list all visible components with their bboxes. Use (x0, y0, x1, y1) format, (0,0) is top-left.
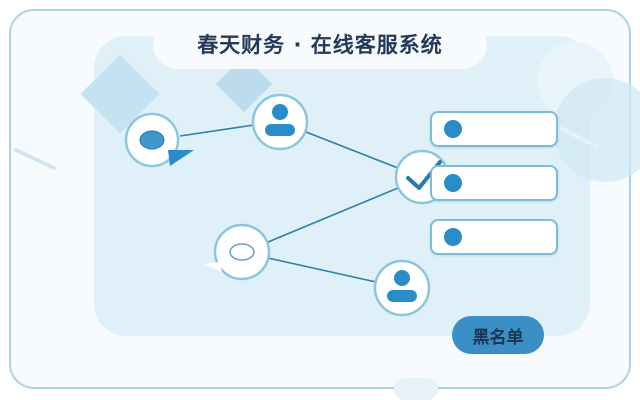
user-icon (373, 259, 431, 317)
chat-bubble-outline-icon (204, 223, 271, 281)
deco-line (558, 126, 598, 148)
title-banner: 春天财务 · 在线客服系统 (153, 19, 487, 69)
list-item (430, 165, 558, 201)
blacklist-label: 黑名单 (472, 327, 524, 348)
list-item (430, 111, 558, 147)
page-title: 春天财务 · 在线客服系统 (197, 33, 443, 57)
bottom-tab (394, 378, 438, 400)
bullet-icon (444, 228, 462, 246)
list-item (430, 219, 558, 255)
deco-circle (553, 78, 640, 182)
bullet-icon (444, 174, 462, 192)
connectors (179, 124, 399, 283)
chat-bubble-icon (124, 112, 194, 168)
deco-diamond (80, 54, 160, 134)
user-icon (251, 93, 309, 151)
deco-line (14, 148, 56, 170)
bullet-icon (444, 120, 462, 138)
blacklist-button[interactable]: 黑名单 (452, 316, 544, 354)
